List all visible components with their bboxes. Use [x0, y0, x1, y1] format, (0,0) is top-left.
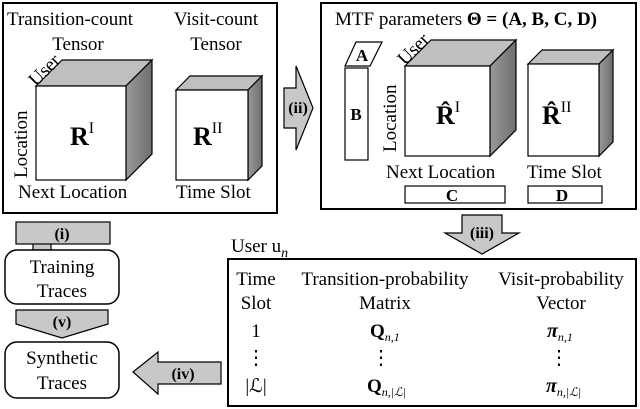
rowN-pi: πn,|ℒ| [546, 375, 581, 399]
mtf-next-location-axis-label: Next Location [386, 162, 496, 183]
factor-b [344, 67, 369, 161]
tensor-r2-label: RII [193, 120, 222, 151]
col-transition-line2: Matrix [359, 293, 411, 314]
tensor-r1-hat-label: R̂I [436, 99, 460, 130]
rowN-q: Qn,|ℒ| [367, 376, 406, 399]
factor-c-label: C [446, 186, 458, 205]
tensor-r2-hat-cube [526, 48, 615, 158]
tensor-r2-hat-label: R̂II [542, 99, 571, 130]
col-time-slot-line2: Slot [241, 293, 272, 314]
tensor-r1-label: RI [70, 120, 94, 151]
next-location-axis-label: Next Location [18, 182, 128, 203]
factor-d [527, 185, 603, 204]
col-visit-line1: Visit-probability [498, 269, 624, 290]
tensor-r1-hat-cube [403, 38, 518, 158]
col-visit-line2: Vector [536, 293, 586, 314]
mtf-title: MTF parameters Θ = (A, B, C, D) [335, 9, 597, 30]
arrow-ii [283, 65, 314, 151]
row1-pi: πn,1 [547, 320, 573, 344]
location-axis-label: Location [11, 110, 32, 178]
factor-d-label: D [556, 186, 568, 205]
factor-a-label: A [356, 46, 369, 65]
time-slot-axis-label: Time Slot [176, 182, 252, 203]
arrow-iv [132, 350, 222, 396]
row1-slot: 1 [251, 321, 261, 342]
arrow-iv-label: (iv) [171, 366, 194, 383]
dots-pi: ⋮ [549, 347, 569, 369]
mtf-box [320, 2, 637, 210]
mtf-time-slot-axis-label: Time Slot [527, 162, 603, 183]
arrow-v-label: (v) [53, 314, 72, 331]
rowN-slot: |ℒ| [245, 376, 266, 397]
synthetic-traces-line2: Traces [37, 373, 87, 394]
user-model-box [227, 258, 637, 407]
transition-title-line2: Tensor [52, 34, 104, 55]
dots-q: ⋮ [371, 347, 391, 369]
arrow-iii [442, 214, 522, 255]
training-traces-line1: Training [30, 257, 95, 278]
factor-b-label: B [350, 105, 361, 124]
factor-a [344, 41, 383, 67]
dots-slot: ⋮ [246, 347, 266, 369]
user-n-label: User un [231, 236, 288, 261]
synthetic-traces-box [4, 341, 120, 399]
col-time-slot-line1: Time [236, 269, 275, 290]
arrow-v [15, 309, 109, 339]
factor-c [404, 185, 506, 204]
row1-q: Qn,1 [370, 321, 400, 344]
arrow-ii-label: (ii) [288, 100, 308, 117]
visit-title-line1: Visit-count [174, 9, 259, 30]
arrow-i-label: (i) [54, 226, 69, 243]
arrow-iii-label: (iii) [470, 225, 494, 242]
transition-title-line1: Transition-count [7, 9, 134, 30]
left-box [2, 2, 278, 214]
tensor-r1-cube [34, 58, 154, 182]
tensor-r2-cube [174, 74, 264, 182]
arrow-i [15, 221, 111, 251]
mtf-location-axis-label: Location [380, 84, 401, 152]
col-transition-line1: Transition-probability [301, 269, 469, 290]
training-traces-box [4, 249, 120, 305]
visit-title-line2: Tensor [190, 34, 242, 55]
training-traces-line2: Traces [37, 281, 87, 302]
synthetic-traces-line1: Synthetic [26, 348, 98, 369]
